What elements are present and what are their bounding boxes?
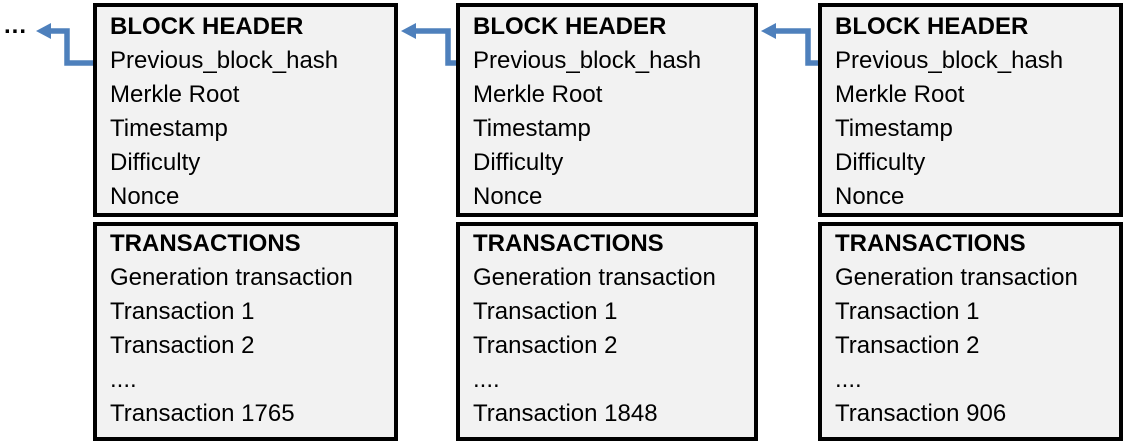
block-header-title: BLOCK HEADER (473, 13, 667, 40)
header-field-previous-block-hash: Previous_block_hash (835, 47, 1064, 74)
transaction-item: Transaction 2 (110, 332, 255, 359)
transaction-item: Generation transaction (473, 264, 716, 291)
header-field-previous-block-hash: Previous_block_hash (473, 47, 702, 74)
block-header-box: BLOCK HEADER Previous_block_hash Merkle … (456, 3, 758, 217)
block: BLOCK HEADER Previous_block_hash Merkle … (456, 0, 758, 445)
transaction-item: Transaction 906 (835, 400, 1007, 427)
header-field-previous-block-hash: Previous_block_hash (110, 47, 339, 74)
header-field-merkle-root: Merkle Root (835, 81, 965, 108)
block-header-title: BLOCK HEADER (110, 13, 304, 40)
transaction-item: Transaction 2 (835, 332, 980, 359)
chain-continues-ellipsis: ... (4, 12, 28, 39)
prev-block-arrow-icon (36, 23, 98, 66)
header-field-merkle-root: Merkle Root (473, 81, 603, 108)
header-field-nonce: Nonce (835, 183, 905, 210)
header-field-difficulty: Difficulty (835, 149, 926, 176)
transaction-item-ellipsis: .... (835, 366, 862, 393)
transaction-item-ellipsis: .... (473, 366, 500, 393)
transaction-item: Transaction 1 (835, 298, 980, 325)
prev-block-arrow-icon (401, 23, 460, 66)
transaction-item: Transaction 1 (473, 298, 618, 325)
header-field-merkle-root: Merkle Root (110, 81, 240, 108)
header-field-difficulty: Difficulty (110, 149, 201, 176)
transactions-title: TRANSACTIONS (110, 230, 301, 257)
transactions-box: TRANSACTIONS Generation transaction Tran… (818, 222, 1123, 441)
header-field-timestamp: Timestamp (110, 115, 228, 142)
transactions-title: TRANSACTIONS (473, 230, 664, 257)
transactions-title: TRANSACTIONS (835, 230, 1026, 257)
transactions-box: TRANSACTIONS Generation transaction Tran… (456, 222, 758, 441)
header-field-nonce: Nonce (473, 183, 543, 210)
block-header-box: BLOCK HEADER Previous_block_hash Merkle … (93, 3, 398, 217)
block-header-box: BLOCK HEADER Previous_block_hash Merkle … (818, 3, 1123, 217)
transaction-item: Transaction 1 (110, 298, 255, 325)
header-field-nonce: Nonce (110, 183, 180, 210)
transaction-item: Transaction 2 (473, 332, 618, 359)
transaction-item: Generation transaction (110, 264, 353, 291)
transaction-item: Transaction 1848 (473, 400, 658, 427)
block: BLOCK HEADER Previous_block_hash Merkle … (93, 0, 398, 445)
transactions-box: TRANSACTIONS Generation transaction Tran… (93, 222, 398, 441)
header-field-timestamp: Timestamp (473, 115, 591, 142)
transaction-item: Transaction 1765 (110, 400, 295, 427)
transaction-item-ellipsis: .... (110, 366, 137, 393)
transaction-item: Generation transaction (835, 264, 1078, 291)
prev-block-arrow-icon (761, 23, 822, 66)
block-header-title: BLOCK HEADER (835, 13, 1029, 40)
header-field-timestamp: Timestamp (835, 115, 953, 142)
header-field-difficulty: Difficulty (473, 149, 564, 176)
block: BLOCK HEADER Previous_block_hash Merkle … (818, 0, 1123, 445)
